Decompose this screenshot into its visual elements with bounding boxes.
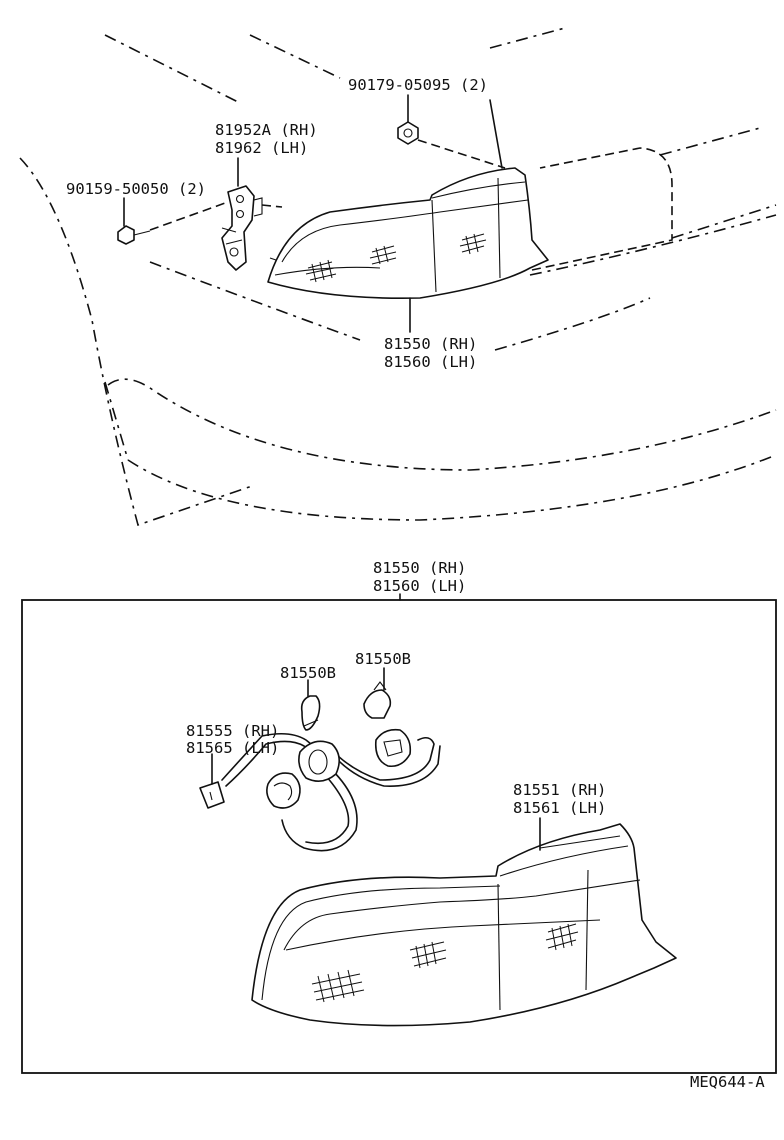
socket-harness xyxy=(199,728,441,852)
label-bracket-rh: 81952A (RH) xyxy=(215,121,318,139)
label-bracket-lh: 81962 (LH) xyxy=(215,139,308,157)
label-lamp-rh: 81550 (RH) xyxy=(384,335,477,353)
label-socket-rh: 81555 (RH) xyxy=(186,722,279,740)
bulb-left xyxy=(300,695,321,731)
label-bulb-a: 81550B xyxy=(280,664,336,682)
bulb-right xyxy=(363,681,392,719)
detail-frame xyxy=(21,599,777,1074)
label-lens-lh: 81561 (LH) xyxy=(513,799,606,817)
detail-tail-lamp xyxy=(251,823,677,1027)
detail-leader-lines xyxy=(211,667,541,851)
vehicle-body-outline xyxy=(19,27,777,527)
label-socket-lh: 81565 (LH) xyxy=(186,739,279,757)
nut-part xyxy=(397,121,419,145)
label-assembly-lh: 81560 (LH) xyxy=(373,577,466,595)
top-leader-lines xyxy=(123,94,506,333)
label-nut: 90179-05095 (2) xyxy=(348,76,488,94)
label-bulb-b: 81550B xyxy=(355,650,411,668)
diagram-code: MEQ644-A xyxy=(690,1073,765,1091)
top-tail-lamp xyxy=(267,167,549,299)
bracket-part xyxy=(221,185,263,271)
label-lens-rh: 81551 (RH) xyxy=(513,781,606,799)
label-lamp-lh: 81560 (LH) xyxy=(384,353,477,371)
label-assembly-rh: 81550 (RH) xyxy=(373,559,466,577)
label-screw: 90159-50050 (2) xyxy=(66,180,206,198)
screw-part xyxy=(117,225,151,245)
